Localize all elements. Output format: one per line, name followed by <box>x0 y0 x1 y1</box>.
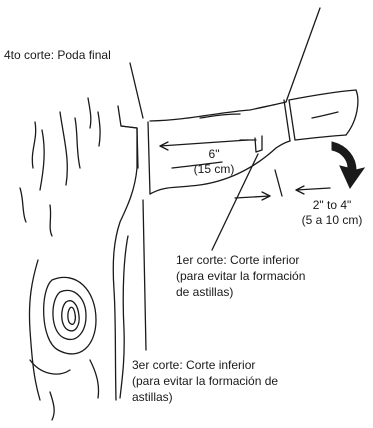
dim-2to4-leader <box>295 187 331 191</box>
dim-6in-cm: (15 cm) <box>193 162 235 176</box>
trunk-bark-line-7 <box>49 204 53 237</box>
dim-6in-bottom-arrow <box>261 191 271 201</box>
final-cut-line <box>136 127 139 169</box>
trunk-bark-line-5 <box>97 111 101 147</box>
bark-swirl-2 <box>89 359 100 399</box>
knot-core <box>67 306 77 325</box>
trunk-right-edge <box>112 105 138 401</box>
dim-6in-bottom <box>234 195 271 199</box>
dim-2to4-tick-right <box>274 169 283 197</box>
outer-branch-bottom-edge <box>294 134 347 141</box>
bark-swirl-3 <box>49 391 55 421</box>
trunk-bark-line-6 <box>19 187 27 223</box>
third-cut-leader <box>142 199 147 351</box>
dim-6in-arrowhead-left <box>159 141 169 151</box>
trunk-bark-line-3 <box>74 117 81 169</box>
branch-grain-1 <box>199 113 241 119</box>
first-cut-leader <box>211 153 259 251</box>
dim-2to4-arrow <box>295 185 305 195</box>
first-cut-label: 1er corte: Corte inferior (para evitar l… <box>176 253 306 299</box>
curved-arrow-icon <box>331 141 366 190</box>
dim-6in-label: 6" (15 cm) <box>192 147 236 177</box>
outer-branch-left-edge <box>283 99 291 142</box>
stub-top-edge <box>120 125 138 129</box>
trunk-right-inner <box>119 235 129 399</box>
dim-6in-leader-left <box>159 139 249 147</box>
outer-branch-cut-edge <box>288 99 296 141</box>
dim-2to4-label: 2" to 4" (5 a 10 cm) <box>296 198 368 228</box>
outer-branch-grain <box>311 111 339 119</box>
stub-cut-line <box>147 121 151 195</box>
third-cut-label: 3er corte: Corte inferior (para evitar l… <box>132 358 279 404</box>
bark-swirl-1 <box>29 359 71 375</box>
fourth-cut-leader <box>129 62 144 119</box>
second-cut-leader <box>285 7 321 103</box>
dim-2to4-cm: (5 a 10 cm) <box>301 213 363 227</box>
outer-branch-end <box>345 89 359 136</box>
knot-mid <box>52 289 87 341</box>
trunk-bark-line-1 <box>39 129 45 191</box>
fourth-cut-label: 4to corte: Poda final <box>4 48 111 62</box>
trunk-left-edge <box>31 121 37 169</box>
knot-outer <box>43 276 97 355</box>
trunk-bark-line-4 <box>87 97 92 129</box>
branch-bottom-edge <box>149 140 291 195</box>
trunk-bark-line-2 <box>59 111 68 186</box>
trunk-lower-left <box>28 259 41 401</box>
branch-top-edge <box>149 101 287 122</box>
dim-2to4-inches: 2" to 4" <box>312 198 352 212</box>
outer-branch-top-edge <box>288 89 357 101</box>
undercut-notch <box>254 135 263 153</box>
branch-grain-2 <box>171 161 223 169</box>
knot-inner <box>61 300 80 332</box>
dim-6in-inches: 6" <box>208 147 220 161</box>
